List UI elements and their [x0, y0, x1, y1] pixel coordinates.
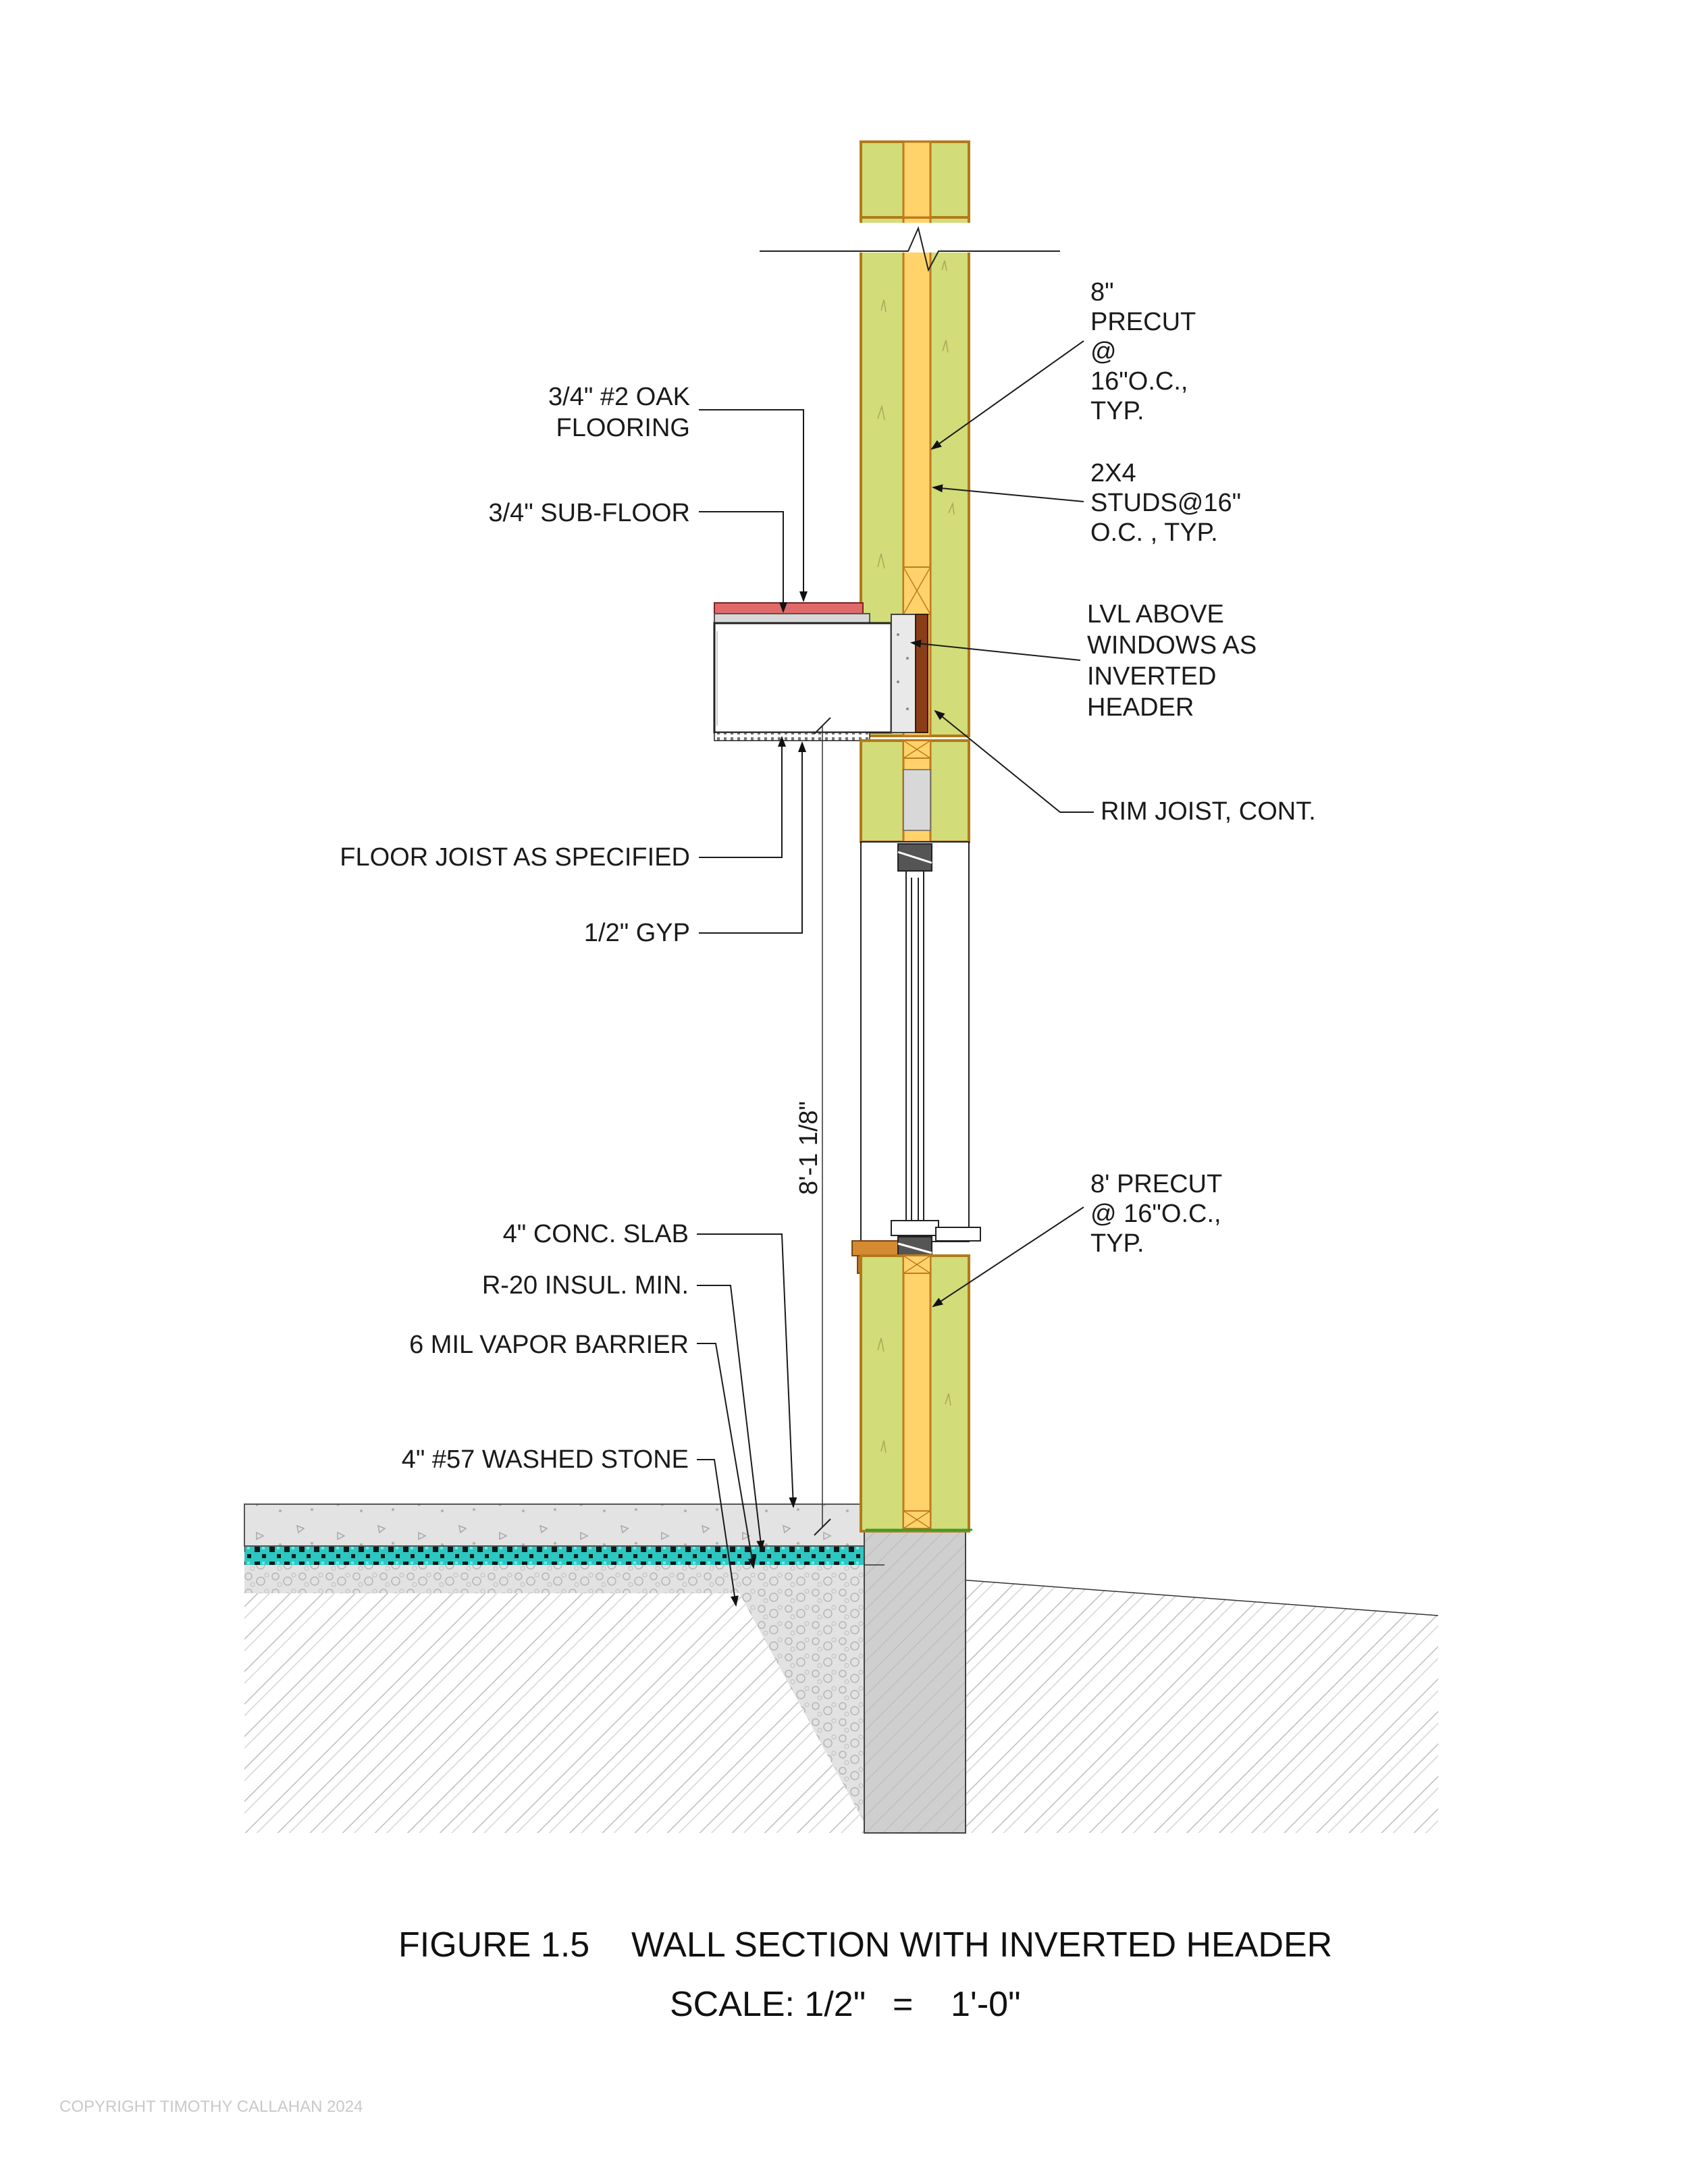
sub-floor-label: 3/4" SUB-FLOOR	[488, 499, 690, 527]
figure-title: WALL SECTION WITH INVERTED HEADER	[631, 1925, 1332, 1965]
precut-lower-line1: 8' PRECUT	[1090, 1170, 1222, 1198]
callout-oak-flooring: 3/4" #2 OAK FLOORING	[548, 383, 808, 602]
precut-upper-line2: PRECUT	[1090, 308, 1196, 336]
dimension-line: 8'-1 1/8"	[795, 717, 831, 1536]
precut-lower-line2: @ 16"O.C.,	[1090, 1200, 1221, 1228]
studs-line1: 2X4	[1090, 459, 1136, 487]
studs-line3: O.C. , TYP.	[1090, 518, 1218, 547]
floor-joist-label: FLOOR JOIST AS SPECIFIED	[340, 843, 690, 872]
top-plate	[903, 566, 931, 615]
floor-system	[713, 602, 893, 741]
wall-lower	[860, 1254, 972, 1533]
callout-studs: 2X4 STUDS@16" O.C. , TYP.	[932, 459, 1241, 547]
callout-sub-floor: 3/4" SUB-FLOOR	[488, 499, 787, 613]
callout-rim-joist: RIM JOIST, CONT.	[934, 710, 1316, 826]
washed-stone-label: 4" #57 WASHED STONE	[402, 1445, 689, 1474]
gyp-label: 1/2" GYP	[584, 919, 690, 947]
foundation-wall	[864, 1530, 966, 1834]
precut-upper-line4: 16"O.C.,	[1090, 367, 1188, 396]
earth-fill	[244, 1579, 1439, 1833]
callout-insulation: R-20 INSUL. MIN.	[482, 1271, 765, 1551]
callout-precut-upper: 8" PRECUT @ 16"O.C., TYP.	[930, 278, 1196, 450]
vapor-barrier-label: 6 MIL VAPOR BARRIER	[409, 1331, 689, 1359]
scale-prefix: SCALE: 1/2"	[670, 1985, 866, 2024]
wall-top-stub	[860, 140, 970, 219]
callout-lvl: LVL ABOVE WINDOWS AS INVERTED HEADER	[910, 600, 1257, 722]
figure-number: FIGURE 1.5	[398, 1925, 589, 1965]
concrete-slab	[244, 1503, 873, 1547]
callout-conc-slab: 4" CONC. SLAB	[503, 1220, 797, 1508]
studs-line2: STUDS@16"	[1090, 489, 1241, 517]
dimension-text: 8'-1 1/8"	[795, 1101, 823, 1195]
window	[860, 841, 981, 1242]
insulation-label: R-20 INSUL. MIN.	[482, 1271, 689, 1300]
scale-value: 1'-0"	[951, 1985, 1021, 2024]
callout-floor-joist: FLOOR JOIST AS SPECIFIED	[340, 736, 786, 872]
callout-vapor-barrier: 6 MIL VAPOR BARRIER	[409, 1331, 756, 1569]
callout-precut-lower: 8' PRECUT @ 16"O.C., TYP.	[932, 1170, 1222, 1308]
copyright-notice: COPYRIGHT TIMOTHY CALLAHAN 2024	[59, 2098, 363, 2116]
precut-upper-line1: 8"	[1090, 278, 1114, 307]
wall-middle	[860, 739, 970, 843]
break-line	[756, 223, 1060, 272]
callout-washed-stone: 4" #57 WASHED STONE	[402, 1445, 739, 1607]
washed-stone-layer	[244, 1565, 864, 1823]
rim-joist	[915, 614, 928, 733]
conc-slab-label: 4" CONC. SLAB	[503, 1220, 689, 1248]
title-block: FIGURE 1.5 WALL SECTION WITH INVERTED HE…	[398, 1925, 1332, 2024]
lvl-line3: INVERTED	[1087, 662, 1216, 691]
rim-joist-label: RIM JOIST, CONT.	[1101, 797, 1316, 826]
precut-upper-line3: @	[1090, 338, 1117, 366]
precut-upper-line5: TYP.	[1090, 397, 1144, 425]
callout-gyp: 1/2" GYP	[584, 741, 806, 947]
lvl-line2: WINDOWS AS	[1087, 631, 1257, 660]
oak-flooring-label-line1: 3/4" #2 OAK	[548, 383, 690, 411]
oak-flooring-label-line2: FLOORING	[556, 414, 690, 442]
lvl-line4: HEADER	[1087, 693, 1194, 722]
precut-lower-line3: TYP.	[1090, 1229, 1144, 1258]
lvl-header	[891, 614, 916, 733]
scale-equals: =	[893, 1985, 913, 2024]
lvl-line1: LVL ABOVE	[1087, 600, 1224, 629]
